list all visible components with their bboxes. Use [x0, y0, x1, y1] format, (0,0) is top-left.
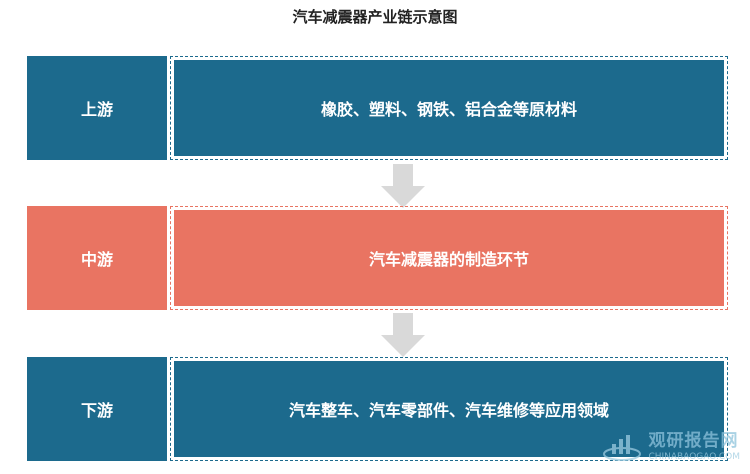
stage-box-downstream: 汽车整车、汽车零部件、汽车维修等应用领域 [170, 357, 728, 461]
stage-content-midstream: 汽车减震器的制造环节 [174, 210, 724, 306]
down-arrow-icon [381, 164, 425, 208]
down-arrow-icon [381, 313, 425, 357]
chart-logo-icon [603, 435, 642, 461]
stage-label-downstream: 下游 [27, 357, 167, 461]
stage-box-upstream: 橡胶、塑料、钢铁、铝合金等原材料 [170, 56, 728, 160]
stage-label-upstream: 上游 [27, 56, 167, 160]
diagram-title: 汽车减震器产业链示意图 [292, 8, 458, 26]
stage-label-midstream: 中游 [27, 206, 167, 310]
stage-box-midstream: 汽车减震器的制造环节 [170, 206, 728, 310]
stage-content-downstream: 汽车整车、汽车零部件、汽车维修等应用领域 [174, 361, 724, 457]
stage-content-upstream: 橡胶、塑料、钢铁、铝合金等原材料 [174, 60, 724, 156]
watermark: 观研报告网 CHINABAOGAO.COM [602, 428, 740, 466]
watermark-cn: 观研报告网 [648, 430, 739, 451]
watermark-en: CHINABAOGAO.COM [648, 451, 740, 462]
